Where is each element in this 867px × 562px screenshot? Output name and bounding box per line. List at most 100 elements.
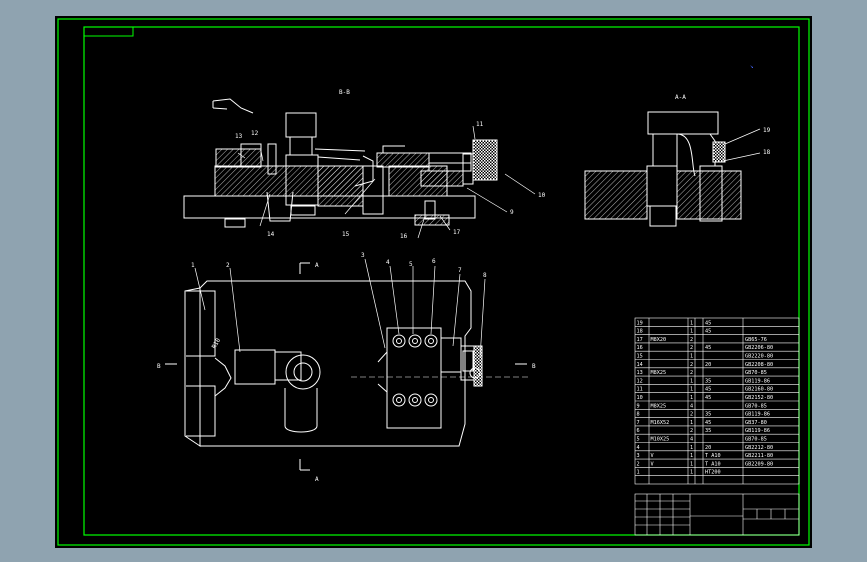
- bom-cell-material: 45: [705, 320, 711, 326]
- bom-cell-no: 4: [637, 445, 640, 451]
- callout-11: 11: [476, 121, 484, 128]
- callout-19: 19: [763, 127, 771, 134]
- bom-cell-no: 6: [637, 428, 640, 434]
- callout-1: 1: [191, 262, 195, 269]
- bom-cell-name: V: [651, 453, 654, 459]
- bom-cell-no: 3: [637, 453, 640, 459]
- bom-cell-std: GB2211-80: [745, 453, 773, 459]
- callout-13: 13: [235, 133, 243, 140]
- hole-label: R10: [211, 337, 223, 350]
- cad-drawing: ↘ B-B 13 12: [57, 18, 810, 546]
- callout-16: 16: [400, 233, 408, 240]
- corner-mark: ↘: [750, 63, 754, 70]
- bom-cell-name: V: [651, 461, 654, 467]
- bom-cell-std: GB2160-80: [745, 387, 773, 393]
- bom-cell-qty: 1: [690, 320, 693, 326]
- callout-8: 8: [483, 272, 487, 279]
- callout-12: 12: [251, 130, 259, 137]
- bom-cell-no: 11: [637, 387, 643, 393]
- bom-cell-qty: 4: [690, 403, 693, 409]
- callout-18: 18: [763, 149, 771, 156]
- bom-cell-material: HT200: [705, 470, 721, 476]
- bom-cell-no: 18: [637, 329, 643, 335]
- callout-15: 15: [342, 231, 350, 238]
- arrow-b-left: B: [157, 363, 161, 370]
- bom-cell-material: 35: [705, 378, 711, 384]
- bom-cell-qty: 1: [690, 461, 693, 467]
- bom-cell-name: M10X25: [651, 437, 670, 443]
- bom-cell-name: M16X52: [651, 420, 670, 426]
- arrow-a-top: A: [315, 262, 319, 269]
- bom-cell-material: T A10: [705, 461, 721, 467]
- bom-cell-std: GB119-86: [745, 428, 770, 434]
- bom-cell-qty: 4: [690, 437, 693, 443]
- bom-cell-material: 45: [705, 395, 711, 401]
- bom-cell-material: 45: [705, 329, 711, 335]
- bom-cell-std: GB37-80: [745, 420, 767, 426]
- bom-cell-qty: 2: [690, 412, 693, 418]
- bom-cell-std: GB65-76: [745, 337, 767, 343]
- callout-10: 10: [538, 192, 546, 199]
- bom-cell-std: GB70-85: [745, 370, 767, 376]
- callout-9: 9: [510, 209, 514, 216]
- callout-3: 3: [361, 252, 365, 259]
- bom-cell-qty: 1: [690, 395, 693, 401]
- bom-cell-std: GB2152-80: [745, 395, 773, 401]
- callout-7: 7: [458, 267, 462, 274]
- bom-cell-qty: 1: [690, 453, 693, 459]
- bom-cell-no: 16: [637, 345, 643, 351]
- bom-cell-material: T A10: [705, 453, 721, 459]
- bom-cell-std: GB2220-80: [745, 354, 773, 360]
- bom-cell-qty: 1: [690, 470, 693, 476]
- bom-cell-qty: 2: [690, 362, 693, 368]
- bom-cell-no: 12: [637, 378, 643, 384]
- bom-cell-material: 35: [705, 412, 711, 418]
- callout-4: 4: [386, 259, 390, 266]
- corner-code-box: [83, 26, 134, 37]
- callout-2: 2: [226, 262, 230, 269]
- bom-cell-qty: 2: [690, 337, 693, 343]
- bom-cell-no: 8: [637, 412, 640, 418]
- arrow-a-bottom: A: [315, 476, 319, 483]
- bom-cell-std: GB2208-80: [745, 362, 773, 368]
- bom-cell-material: 20: [705, 362, 711, 368]
- title-block: [634, 493, 800, 536]
- bom-cell-std: GB2212-80: [745, 445, 773, 451]
- drawing-sheet: ↘ B-B 13 12: [55, 16, 812, 548]
- bom-cell-qty: 2: [690, 428, 693, 434]
- bom-cell-name: M8X25: [651, 403, 667, 409]
- bom-cell-material: 45: [705, 387, 711, 393]
- bom-cell-no: 15: [637, 354, 643, 360]
- outer-frame: [57, 18, 810, 546]
- bom-cell-qty: 2: [690, 345, 693, 351]
- bom-cell-no: 9: [637, 403, 640, 409]
- bom-cell-no: 1: [637, 470, 640, 476]
- section-bb-view: B-B: [183, 89, 536, 239]
- bom-cell-qty: 1: [690, 354, 693, 360]
- callout-5: 5: [409, 261, 413, 268]
- bom-cell-std: GB119-86: [745, 378, 770, 384]
- bom-cell-qty: 1: [690, 445, 693, 451]
- callout-6: 6: [432, 258, 436, 265]
- section-bb-title: B-B: [339, 89, 350, 96]
- bom-cell-no: 14: [637, 362, 643, 368]
- bom-cell-std: GB2209-80: [745, 461, 773, 467]
- bom-cell-qty: 1: [690, 420, 693, 426]
- bom-cell-no: 13: [637, 370, 643, 376]
- bom-cell-no: 5: [637, 437, 640, 443]
- arrow-b-right: B: [532, 363, 536, 370]
- bom-cell-qty: 1: [690, 329, 693, 335]
- bom-cell-qty: 1: [690, 387, 693, 393]
- plan-view: [165, 258, 530, 471]
- bom-cell-name: M8X20: [651, 337, 667, 343]
- bom-cell-qty: 2: [690, 370, 693, 376]
- callout-17: 17: [453, 229, 461, 236]
- bom-cell-name: M8X25: [651, 370, 667, 376]
- section-aa-title: A-A: [675, 94, 686, 101]
- bom-cell-no: 19: [637, 320, 643, 326]
- callout-14: 14: [267, 231, 275, 238]
- bom-cell-material: 45: [705, 420, 711, 426]
- bom-cell-std: GB70-85: [745, 403, 767, 409]
- inner-frame: [83, 26, 800, 536]
